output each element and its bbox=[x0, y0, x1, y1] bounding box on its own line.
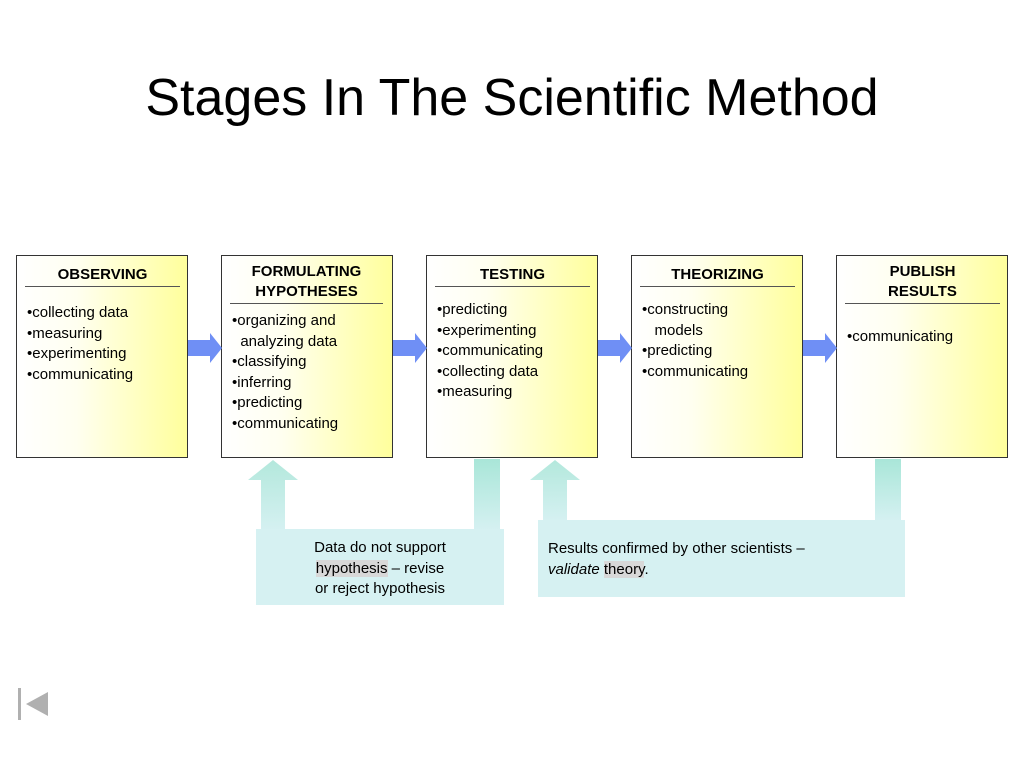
list-item: •communicating bbox=[847, 328, 954, 345]
flow-arrow-icon bbox=[188, 333, 222, 363]
stage-title: FORMULATING HYPOTHESES bbox=[230, 256, 383, 304]
list-item: •communicating bbox=[232, 414, 339, 432]
list-item: •experimenting bbox=[27, 345, 127, 362]
stage-theorizing: THEORIZING •constructing models •predict… bbox=[631, 255, 803, 458]
stage-title: PUBLISH RESULTS bbox=[845, 256, 1000, 304]
note-line: Results confirmed by other scientists – bbox=[548, 540, 805, 557]
note-text: – revise bbox=[387, 559, 445, 577]
flow-arrow-icon bbox=[598, 333, 632, 363]
up-arrow-icon bbox=[248, 460, 298, 532]
note-line: or reject hypothesis bbox=[314, 580, 446, 597]
highlighted-term: hypothesis bbox=[315, 559, 388, 577]
first-slide-icon[interactable] bbox=[18, 688, 50, 720]
flow-arrow-icon bbox=[393, 333, 427, 363]
connector-line bbox=[474, 459, 500, 531]
list-item: •collecting data bbox=[437, 362, 539, 380]
stage-title-text: PUBLISH RESULTS bbox=[888, 263, 957, 300]
note-italic-text: validate bbox=[548, 560, 600, 578]
list-item: •measuring bbox=[437, 383, 513, 400]
stage-observing: OBSERVING •collecting data •measuring •e… bbox=[16, 255, 188, 458]
list-item: models bbox=[642, 321, 703, 339]
stage-title: OBSERVING bbox=[25, 256, 180, 287]
list-item: •predicting bbox=[437, 301, 508, 318]
note-line: Data do not support bbox=[314, 539, 446, 556]
list-item: •measuring bbox=[27, 324, 103, 342]
list-item: •classifying bbox=[232, 353, 307, 370]
list-item: •communicating bbox=[642, 362, 749, 380]
stage-title: TESTING bbox=[435, 256, 590, 287]
list-item: •experimenting bbox=[437, 321, 537, 339]
list-item: •communicating bbox=[437, 342, 544, 359]
flow-arrow-icon bbox=[803, 333, 837, 363]
stage-formulating-hypotheses: FORMULATING HYPOTHESES •organizing and a… bbox=[221, 255, 393, 458]
up-arrow-icon bbox=[530, 460, 580, 522]
list-item: •inferring bbox=[232, 373, 292, 391]
stage-publish-results: PUBLISH RESULTS •communicating bbox=[836, 255, 1008, 458]
connector-line bbox=[875, 459, 901, 522]
slide-title: Stages In The Scientific Method bbox=[145, 69, 879, 127]
list-item: •predicting bbox=[232, 394, 303, 411]
note-revise-hypothesis: Data do not support hypothesis – revise … bbox=[256, 529, 504, 605]
list-item: •organizing and bbox=[232, 312, 336, 329]
stage-title: THEORIZING bbox=[640, 256, 795, 287]
highlighted-term: theory bbox=[603, 560, 645, 578]
note-validate-theory: Results confirmed by other scientists – … bbox=[538, 520, 905, 597]
list-item: •communicating bbox=[27, 365, 134, 383]
stage-testing: TESTING •predicting •experimenting •comm… bbox=[426, 255, 598, 458]
stage-title-text: FORMULATING HYPOTHESES bbox=[251, 263, 362, 300]
list-item: •collecting data bbox=[27, 304, 129, 321]
list-item: •constructing bbox=[642, 301, 729, 318]
note-text: . bbox=[644, 560, 649, 578]
list-item: •predicting bbox=[642, 342, 713, 359]
note-line: validate theory. bbox=[548, 560, 905, 581]
list-item: analyzing data bbox=[232, 332, 338, 350]
note-line: hypothesis – revise bbox=[256, 559, 504, 580]
